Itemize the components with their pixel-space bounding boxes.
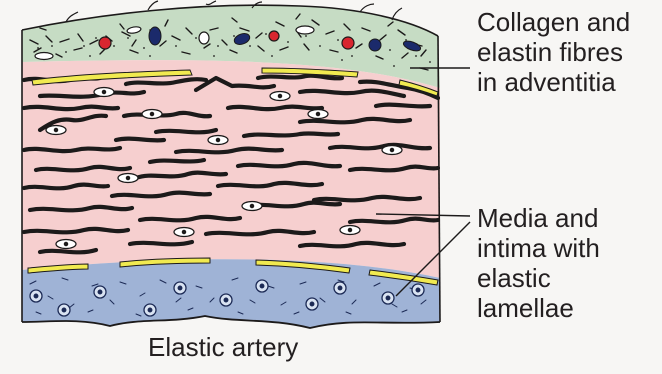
endothelial-cell	[94, 286, 106, 298]
endothelial-cell	[412, 284, 424, 296]
figure-caption: Elastic artery	[148, 332, 298, 362]
endothelial-cell	[220, 294, 232, 306]
smooth-muscle-cell	[118, 174, 138, 183]
media-intima-label: Media and intima with elastic lamellae	[477, 203, 600, 323]
media-label-line: intima with	[477, 233, 600, 263]
adventitia-label-line: Collagen and	[477, 7, 630, 37]
media-label-line: Media and	[477, 203, 600, 233]
endothelial-cell	[256, 280, 268, 292]
endothelial-cell	[58, 304, 70, 316]
nucleus-cell	[149, 27, 161, 45]
smooth-muscle-cell	[56, 240, 76, 249]
media-label-line: lamellae	[477, 293, 600, 323]
adventitia-label-line: elastin fibres	[477, 37, 630, 67]
smooth-muscle-cell	[142, 110, 162, 119]
smooth-muscle-cell	[46, 126, 66, 135]
red-blood-cell	[342, 37, 354, 49]
adventitia-label-line: in adventitia	[477, 67, 630, 97]
adventitia-label: Collagen and elastin fibres in adventiti…	[477, 7, 630, 97]
fibroblast-cell	[296, 26, 314, 34]
intima-fill	[22, 259, 440, 328]
nucleus-cell	[369, 39, 381, 51]
intima-layer	[22, 259, 440, 328]
smooth-muscle-cell	[242, 202, 262, 211]
media-layer	[22, 60, 440, 278]
smooth-muscle-cell	[174, 228, 194, 237]
endothelial-cell	[144, 304, 156, 316]
endothelial-cell	[382, 292, 394, 304]
red-blood-cell	[99, 37, 111, 49]
endothelial-cell	[30, 290, 42, 302]
red-blood-cell	[269, 31, 279, 41]
endothelial-cell	[334, 282, 346, 294]
smooth-muscle-cell	[382, 146, 402, 155]
fibroblast-cell	[35, 53, 53, 60]
endothelial-cell	[174, 282, 186, 294]
smooth-muscle-cell	[208, 136, 228, 145]
smooth-muscle-cell	[270, 92, 290, 101]
endothelial-cell	[306, 298, 318, 310]
empty-cell	[199, 32, 209, 44]
smooth-muscle-cell	[94, 88, 114, 97]
smooth-muscle-cell	[308, 110, 328, 119]
media-label-line: elastic	[477, 263, 600, 293]
smooth-muscle-cell	[340, 226, 360, 235]
